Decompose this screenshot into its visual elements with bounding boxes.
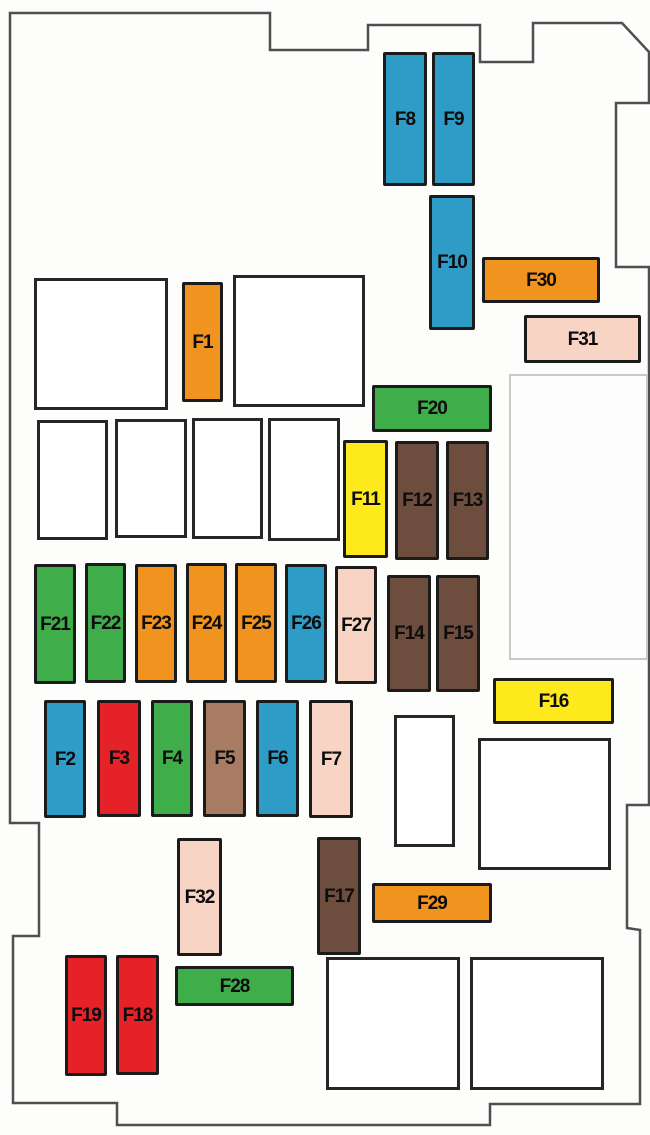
fuse-label: F10 — [437, 252, 468, 273]
fuse-label: F15 — [443, 623, 474, 644]
fuse-label: F28 — [219, 975, 251, 997]
fuse-label: F27 — [341, 614, 372, 636]
fuse-label: F12 — [402, 490, 433, 511]
fuse-label: F17 — [324, 885, 355, 907]
fuse-F26: F26 — [285, 564, 327, 683]
fuse-F13: F13 — [446, 441, 489, 560]
fuse-label: F22 — [90, 612, 122, 634]
fuse-F19: F19 — [65, 955, 107, 1076]
fuse-F3: F3 — [97, 700, 141, 817]
empty-slot — [478, 738, 611, 870]
fuse-label: F16 — [538, 690, 570, 712]
fuse-F9: F9 — [432, 52, 475, 186]
fuse-label: F11 — [351, 488, 381, 510]
empty-slot — [115, 419, 187, 538]
fuse-label: F23 — [141, 613, 172, 634]
fuse-F28: F28 — [175, 966, 294, 1006]
fuse-F6: F6 — [256, 700, 299, 817]
empty-slot — [37, 420, 108, 540]
fuse-label: F3 — [108, 748, 130, 769]
fuse-label: F32 — [184, 886, 216, 908]
fuse-F4: F4 — [151, 700, 193, 817]
fuse-label: F21 — [40, 613, 71, 635]
fuse-F11: F11 — [343, 440, 388, 558]
empty-slot — [233, 275, 365, 407]
fuse-label: F9 — [443, 108, 464, 130]
fuse-label: F4 — [161, 748, 183, 769]
fuse-F14: F14 — [387, 575, 431, 692]
fuse-F16: F16 — [493, 678, 614, 724]
fuse-F22: F22 — [85, 563, 126, 683]
fuse-F29: F29 — [372, 883, 492, 923]
fuse-label: F6 — [267, 748, 288, 769]
fuse-label: F26 — [291, 613, 322, 634]
fuse-label: F20 — [417, 398, 448, 419]
fuse-label: F14 — [394, 623, 425, 644]
fuse-label: F18 — [122, 1004, 154, 1026]
fuse-label: F30 — [526, 269, 557, 291]
fuse-label: F19 — [71, 1005, 102, 1026]
fuse-label: F24 — [191, 612, 223, 634]
fuse-F21: F21 — [34, 564, 76, 684]
fuse-F15: F15 — [436, 575, 480, 692]
empty-slot — [268, 418, 340, 541]
fuse-F31: F31 — [524, 315, 641, 363]
fuse-label: F25 — [241, 612, 272, 634]
fuse-label: F1 — [192, 331, 213, 353]
fuse-F18: F18 — [116, 955, 159, 1075]
empty-slot — [192, 418, 263, 539]
fuse-F25: F25 — [235, 563, 277, 683]
fuse-F30: F30 — [482, 257, 600, 303]
fuse-F20: F20 — [372, 385, 492, 432]
empty-slot — [394, 715, 455, 847]
fuse-F5: F5 — [203, 700, 246, 817]
fuse-F24: F24 — [186, 563, 227, 683]
faint-panel — [509, 374, 648, 660]
fuse-F8: F8 — [383, 52, 427, 186]
fuse-label: F8 — [394, 108, 416, 130]
fuse-F27: F27 — [335, 566, 377, 684]
fuse-F1: F1 — [182, 282, 223, 402]
fuse-label: F2 — [54, 748, 76, 770]
fuse-label: F31 — [567, 328, 599, 350]
fuse-F17: F17 — [317, 837, 361, 955]
fuse-label: F7 — [320, 748, 342, 770]
fuse-F10: F10 — [429, 195, 475, 330]
empty-slot — [34, 278, 168, 410]
fuse-label: F13 — [452, 490, 484, 511]
fuse-F32: F32 — [177, 838, 222, 956]
fuse-label: F5 — [214, 748, 235, 769]
fuse-F12: F12 — [395, 441, 439, 560]
fuse-F2: F2 — [44, 700, 86, 818]
fuse-F7: F7 — [309, 700, 353, 818]
fuse-label: F29 — [417, 892, 448, 914]
empty-slot — [470, 957, 604, 1090]
empty-slot — [326, 957, 460, 1090]
fuse-F23: F23 — [135, 564, 177, 683]
